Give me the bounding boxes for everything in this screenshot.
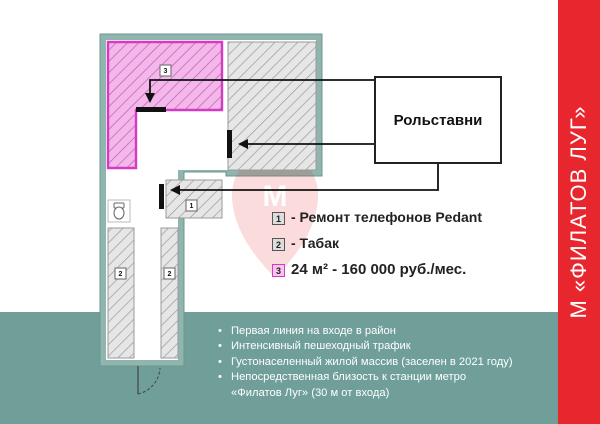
shutter-bar-3 xyxy=(159,184,164,209)
unit-2-right xyxy=(160,227,179,359)
legend-text-3: 24 м² - 160 000 руб./мес. xyxy=(291,261,467,278)
legend-item-2: 2 - Табак xyxy=(272,235,339,251)
legend-box-1: 1 xyxy=(272,211,285,225)
side-title: М «ФИЛАТОВ ЛУГ» xyxy=(566,105,591,319)
legend-item-1: 1 - Ремонт телефонов Pedant xyxy=(272,209,482,225)
svg-text:M: M xyxy=(263,180,288,213)
feature-item: Густонаселенный жилой массив (заселен в … xyxy=(218,355,513,371)
shutters-label: Рольставни xyxy=(393,111,483,129)
legend-box-3: 3 xyxy=(272,263,285,277)
room-right xyxy=(227,41,317,171)
legend-text-2: - Табак xyxy=(291,235,339,251)
unit-1 xyxy=(165,179,223,219)
entrance-door-icon xyxy=(137,366,161,395)
unit-2-left xyxy=(107,227,135,359)
features-list: Первая линия на входе в район Интенсивны… xyxy=(218,324,513,401)
side-title-strip: М «ФИЛАТОВ ЛУГ» xyxy=(558,0,600,424)
toilet-icon xyxy=(107,199,131,223)
shutter-bar-2 xyxy=(227,130,232,158)
legend-box-2: 2 xyxy=(272,237,285,251)
legend-text-1: - Ремонт телефонов Pedant xyxy=(291,209,483,225)
arrow-to-shutter-1 xyxy=(145,79,374,103)
arrow-to-shutter-3 xyxy=(170,164,439,195)
feature-item: Непосредственная близость к станции метр… xyxy=(218,370,513,386)
unit-1-label: 1 xyxy=(190,203,194,210)
feature-item: Первая линия на входе в район xyxy=(218,324,513,340)
feature-item-continued: «Филатов Луг» (30 м от входа) xyxy=(231,386,390,399)
unit-3-label: 3 xyxy=(164,68,168,75)
feature-item: Интенсивный пешеходный трафик xyxy=(218,339,513,355)
shutter-bar-1 xyxy=(136,107,166,112)
legend-item-3: 3 24 м² - 160 000 руб./мес. xyxy=(272,261,466,278)
unit-2-left-label: 2 xyxy=(119,271,123,278)
unit-2-right-label: 2 xyxy=(168,271,172,278)
shutters-callout: Рольставни xyxy=(374,76,502,164)
